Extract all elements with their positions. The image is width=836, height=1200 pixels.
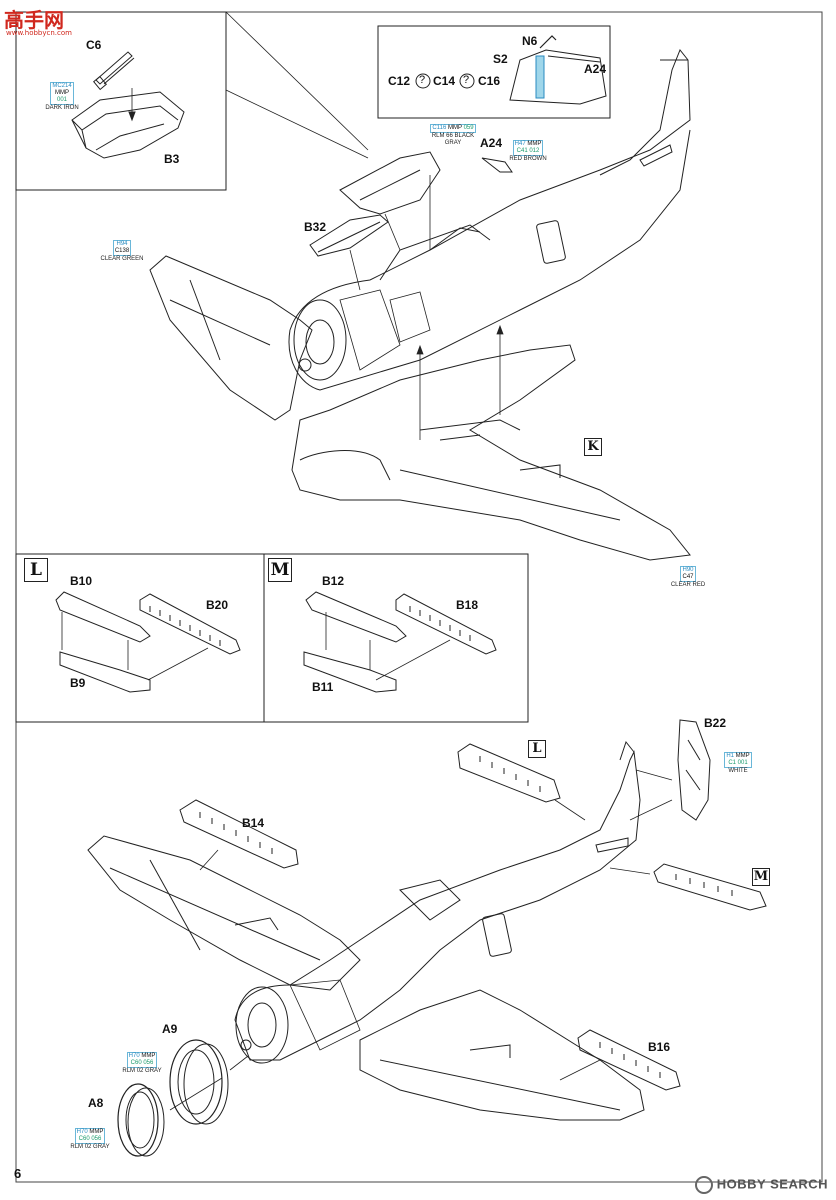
step-box-l: L	[24, 558, 48, 582]
paint-name: RED BROWN	[509, 156, 547, 162]
part-a8-drawing	[117, 1083, 165, 1157]
part-label-b11: B11	[312, 680, 334, 694]
question-mark-2: ?	[463, 74, 470, 86]
inset-box-canopy	[377, 25, 611, 119]
watermark-url: www.hobbycn.com	[6, 29, 72, 37]
part-label-c12: C12	[388, 74, 411, 88]
paint-name: DARK IRON	[45, 105, 79, 111]
part-label-b20: B20	[206, 598, 229, 612]
part-label-n6: N6	[522, 34, 538, 48]
paint-tag-black-gray: C116 MMP 059 RLM 66 BLACK GRAY	[428, 124, 478, 147]
paint-name: RLM 66 BLACK GRAY	[431, 133, 475, 146]
part-label-b9: B9	[70, 676, 86, 690]
step-marker-m: M	[752, 868, 770, 886]
question-mark-1: ?	[419, 74, 426, 86]
paint-code-3: C60 056	[130, 1060, 154, 1066]
part-label-b18: B18	[456, 598, 479, 612]
paint-code-2: MMP	[527, 141, 542, 147]
upper-lower-wing-drawing	[291, 344, 691, 561]
part-label-a24-inset: A24	[584, 62, 607, 76]
paint-code-2: MMP	[141, 1053, 156, 1059]
part-b16-drawing	[559, 1029, 681, 1091]
part-label-c6: C6	[86, 38, 102, 52]
step-m-parts	[303, 591, 497, 693]
part-label-b10: B10	[70, 574, 93, 588]
upper-left-wing-drawing	[149, 255, 313, 421]
assembly-arrows-upper	[349, 175, 504, 440]
paint-code-1: H47	[514, 141, 526, 147]
watermark-chinese-name: 高手网	[4, 8, 64, 32]
paint-code-1: H70	[128, 1053, 140, 1059]
paint-code-3: C60 056	[78, 1136, 102, 1142]
part-label-b16: B16	[648, 1040, 671, 1054]
part-c6-drawing	[93, 51, 135, 91]
paint-code-2: MMP	[735, 753, 750, 759]
part-label-a24: A24	[480, 136, 503, 150]
paint-code-2: MMP	[448, 125, 462, 131]
part-rudder-lower-l-drawing	[457, 743, 586, 821]
paint-name: RLM 02 GRAY	[70, 1144, 110, 1150]
hobby-search-logo-icon	[694, 1176, 713, 1194]
step-box-m: M	[268, 558, 292, 582]
paint-name: CLEAR RED	[670, 582, 706, 588]
paint-code-2: MMP	[89, 1129, 104, 1135]
paint-code-3: 059	[463, 125, 474, 131]
part-label-a8: A8	[88, 1096, 104, 1110]
part-cowl-top-drawing	[339, 151, 441, 215]
part-b3-drawing	[71, 91, 185, 159]
part-elevator-m-drawing	[609, 863, 767, 911]
paint-code-1: MC214	[52, 83, 72, 89]
part-label-b14: B14	[242, 816, 265, 830]
part-label-b32: B32	[304, 220, 327, 234]
step-l-parts	[55, 591, 241, 693]
page-frame	[15, 11, 823, 1183]
paint-code-1: C116	[432, 125, 447, 131]
step-m-box	[263, 553, 529, 723]
paint-code-3: C1 001	[728, 760, 748, 766]
part-label-b12: B12	[322, 574, 345, 588]
paint-name: RLM 02 GRAY	[122, 1068, 162, 1074]
part-label-s2: S2	[493, 52, 508, 66]
paint-code-2: C47	[682, 574, 694, 580]
step-marker-l: L	[528, 740, 546, 758]
part-b22-drawing	[629, 719, 711, 821]
hobby-search-watermark: HOBBY SEARCH	[694, 1176, 828, 1194]
part-label-c16: C16	[478, 74, 501, 88]
paint-code-1: H90	[682, 567, 694, 573]
step-l-box	[15, 553, 265, 723]
part-a9-drawing	[169, 1039, 229, 1125]
inset-box-c6	[15, 11, 227, 191]
paint-code-3: C41 012	[516, 148, 540, 154]
watermark-logo: 高手网 www.hobbycn.com	[4, 4, 84, 38]
part-b14-drawing	[179, 799, 299, 871]
paint-code-1: H94	[116, 241, 128, 247]
part-a24-drawing	[481, 157, 513, 173]
part-label-c14: C14	[433, 74, 456, 88]
paint-code-1: H70	[76, 1129, 88, 1135]
part-label-a9: A9	[162, 1022, 178, 1036]
step-marker-k: K	[584, 438, 602, 456]
paint-name: WHITE	[728, 768, 748, 774]
page-number: 6	[14, 1166, 22, 1181]
paint-code-1: H1	[726, 753, 734, 759]
hobby-search-text: HOBBY SEARCH	[716, 1176, 828, 1192]
part-label-b3: B3	[164, 152, 180, 166]
paint-code-2: MMP	[55, 90, 69, 96]
part-label-b22: B22	[704, 716, 727, 730]
canopy-inset-drawing	[509, 35, 607, 105]
paint-code-3: 001	[56, 97, 67, 103]
paint-code-2: C138	[114, 248, 130, 254]
paint-name: CLEAR GREEN	[100, 256, 144, 262]
upper-fuselage-drawing	[288, 49, 691, 391]
lower-plane-drawing	[87, 740, 645, 1121]
